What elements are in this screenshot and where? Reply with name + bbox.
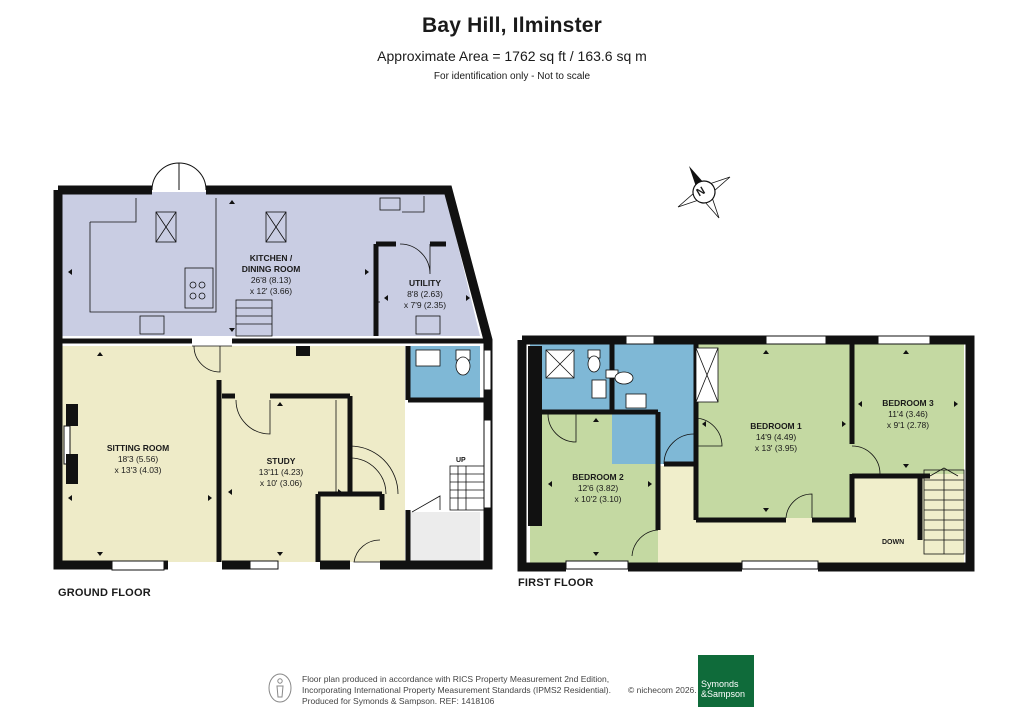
ground-stairs [411,465,485,513]
footer-disclaimer: Floor plan produced in accordance with R… [302,674,611,706]
first-doors [547,413,881,557]
kitchen-steps [235,299,273,337]
porch-area [408,512,480,562]
utility-label: UTILITY 8'8 (2.63) x 7'9 (2.35) [403,278,447,310]
bathroom-fittings [545,347,719,409]
first-floor-label: FIRST FLOOR [518,577,594,589]
sitting-room-area [62,346,217,562]
sitting-room-label: SITTING ROOM 18'3 (5.56) x 13'3 (4.03) [106,443,170,475]
stairs-down-label: DOWN [882,539,905,546]
ground-doors [192,345,399,563]
person-icon [268,673,292,703]
ground-windows [63,349,492,571]
ensuite-area [612,344,696,464]
footer-copyright: © nichecom 2026. [628,685,697,695]
study-label: STUDY 13'11 (4.23) x 10' (3.06) [258,456,304,488]
scale-note: For identification only - Not to scale [433,71,591,82]
ground-floor-label: GROUND FLOOR [58,587,151,599]
agent-logo: Symonds &Sampson [698,655,754,707]
bedroom-2-label: BEDROOM 2 12'6 (3.82) x 10'2 (3.10) [572,472,624,504]
bedroom-3-area [852,344,964,474]
plan-title: Bay Hill, Ilminster [421,14,603,37]
bedroom-3-label: BEDROOM 3 11'4 (3.46) x 9'1 (2.78) [882,398,934,430]
first-stairs [923,467,965,555]
kitchen-fittings [89,196,441,335]
compass-rose [677,166,731,219]
area-subtitle: Approximate Area = 1762 sq ft / 163.6 sq… [377,48,647,64]
ground-floor-internal-walls [62,241,484,562]
bedroom-1-label: BEDROOM 1 14'9 (4.49) x 13' (3.95) [750,421,802,453]
kitchen-label: KITCHEN / DINING ROOM 26'8 (8.13) x 12' … [241,253,301,296]
bedroom-1-area [698,344,852,518]
stairs-up-label: UP [456,457,466,464]
french-doors [151,162,207,191]
dimension-ticks [68,200,958,556]
entrance-area [320,496,380,562]
wc-fittings [415,349,471,376]
first-windows [565,335,931,570]
